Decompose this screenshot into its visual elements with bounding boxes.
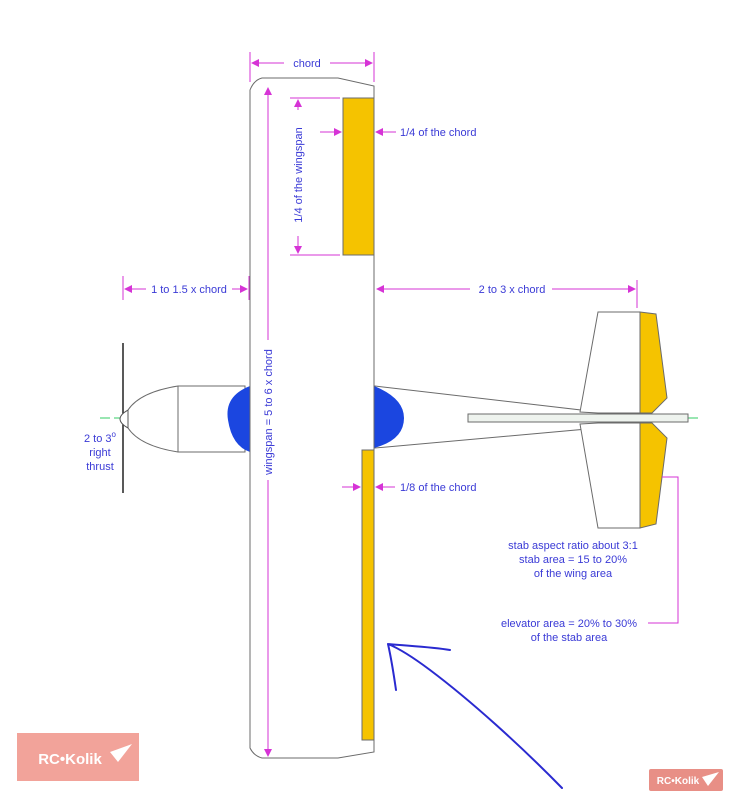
eighth-chord-label: 1/8 of the chord	[400, 482, 476, 494]
nose-length-label: 1 to 1.5 x chord	[151, 284, 227, 296]
svg-text:RC•Kolik: RC•Kolik	[657, 776, 700, 787]
elevator-leader-line	[648, 476, 679, 624]
paper-plane-icon	[110, 744, 132, 762]
elevator-upper	[639, 311, 668, 414]
degree-mark: o	[112, 430, 117, 439]
stab-area-label-2: of the wing area	[534, 568, 613, 580]
quarter-wingspan-label: 1/4 of the wingspan	[293, 127, 305, 222]
wingspan-label: wingspan = 5 to 6 x chord	[263, 349, 275, 476]
chord-label: chord	[293, 58, 321, 70]
spinner-icon	[119, 409, 129, 429]
hand-drawn-arrow	[387, 643, 563, 789]
thrust-label-line3: thrust	[86, 461, 114, 473]
quarter-chord-label: 1/4 of the chord	[400, 127, 476, 139]
wing-root-fairing-rear	[374, 386, 404, 448]
wing-root-fairing-front	[227, 386, 250, 452]
paper-plane-icon-small	[702, 772, 719, 786]
aileron-bottom	[361, 449, 375, 741]
elevator-lower	[639, 422, 668, 529]
stabilizer-lower	[579, 422, 641, 529]
rc-kolik-logo-left: RC•Kolik	[17, 733, 139, 781]
thrust-label-line1: 2 to 3o	[84, 430, 117, 445]
thrust-label-line2: right	[89, 447, 110, 459]
rc-kolik-logo-right: RC•Kolik	[649, 769, 723, 791]
elevator-area-label: elevator area = 20% to 30%	[501, 618, 637, 630]
aileron-top	[342, 97, 375, 256]
tail-boom	[467, 413, 689, 423]
nose-cowl	[127, 385, 246, 453]
stab-area-label: stab area = 15 to 20%	[519, 554, 627, 566]
svg-text:RC•Kolik: RC•Kolik	[38, 751, 102, 768]
tail-length-label: 2 to 3 x chord	[479, 284, 546, 296]
stabilizer-upper	[579, 311, 641, 414]
stab-aspect-label: stab aspect ratio about 3:1	[508, 540, 638, 552]
elevator-area-label-2: of the stab area	[531, 632, 608, 644]
